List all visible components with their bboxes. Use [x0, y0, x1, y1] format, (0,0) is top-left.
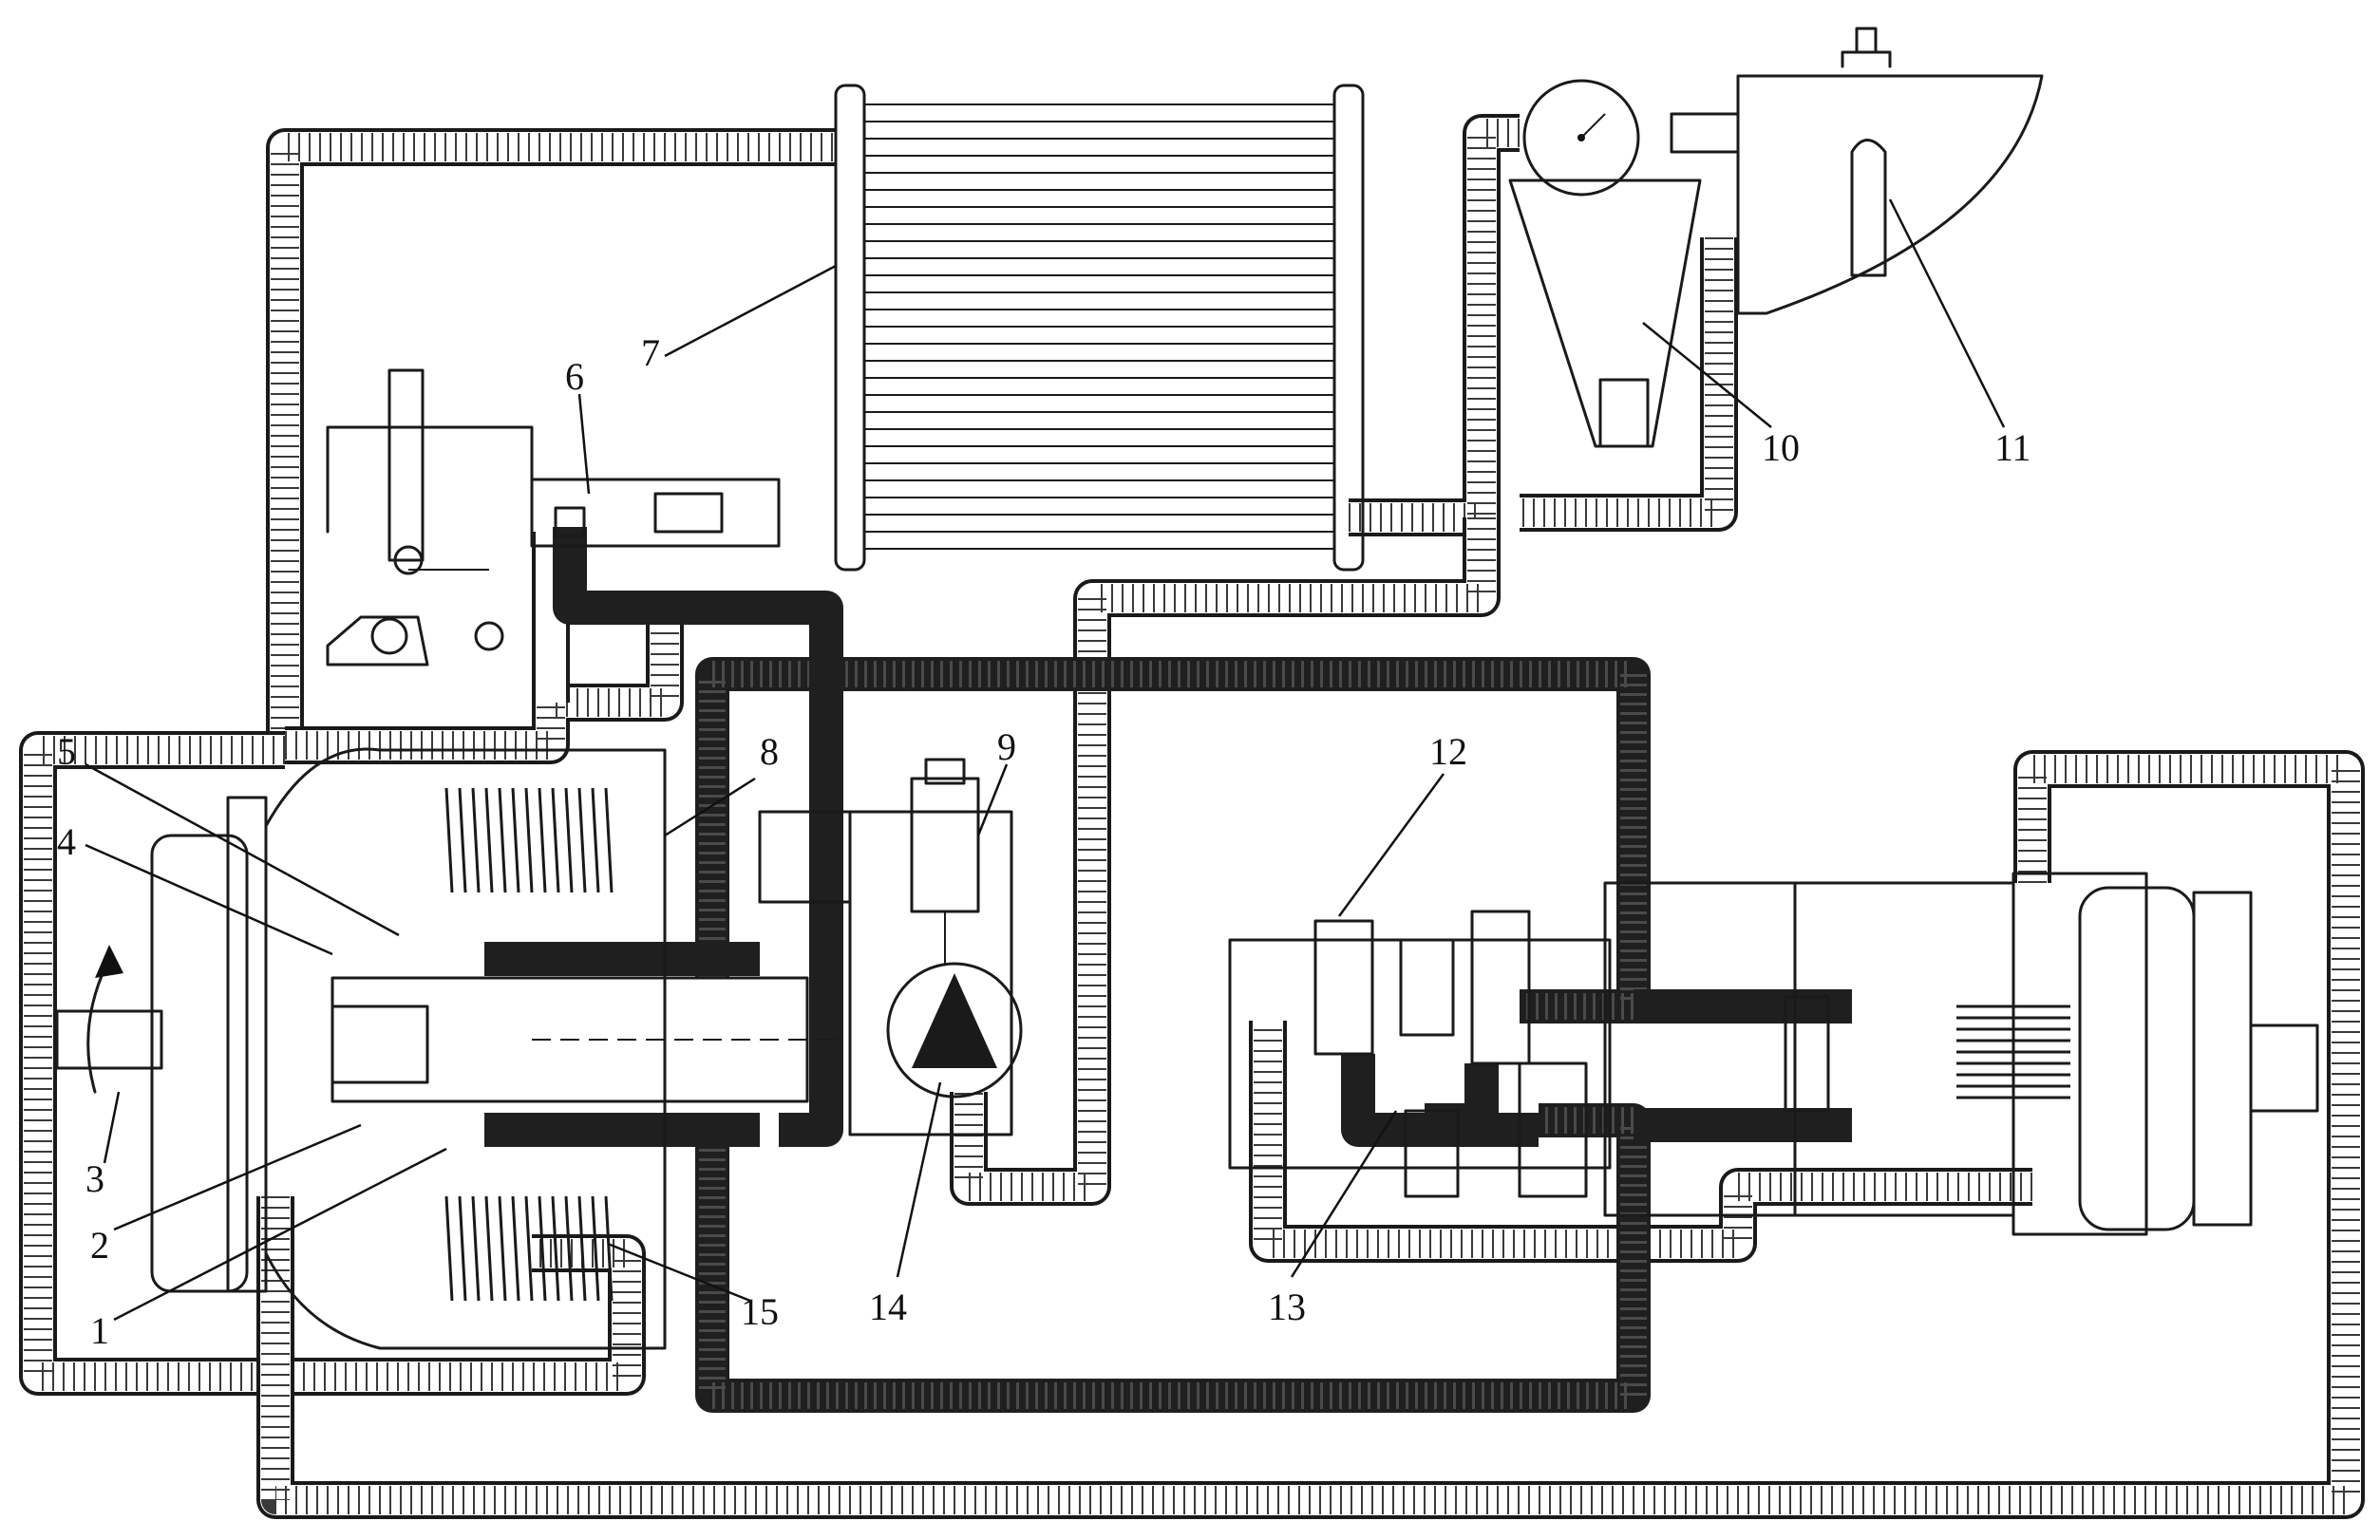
leader-14	[896, 1081, 942, 1278]
leader-9	[976, 763, 1009, 836]
spring-coil	[551, 787, 560, 893]
motor-assembly-right	[1603, 872, 2319, 1236]
spring-coil	[458, 1195, 467, 1302]
spring-coil	[538, 787, 547, 893]
callout-4: 4	[57, 820, 76, 863]
leader-11	[1888, 198, 2006, 428]
relief-valve	[758, 758, 1013, 1136]
callout-5: 5	[57, 730, 76, 773]
spring-coil	[551, 1195, 560, 1302]
pressure-gauge	[1522, 79, 1640, 197]
leader-3	[103, 1091, 121, 1164]
spring-coil	[577, 787, 587, 893]
leader-1	[113, 1147, 447, 1322]
spring-coil	[498, 787, 507, 893]
spring-coil	[577, 1195, 587, 1302]
callout-13: 13	[1268, 1286, 1306, 1328]
spring-pack-lower	[444, 1195, 614, 1302]
control-valve	[326, 368, 781, 667]
spring-coil	[471, 787, 481, 893]
leader-6	[577, 393, 591, 495]
leader-13	[1290, 1110, 1398, 1278]
leader-2	[113, 1123, 362, 1231]
spring-coil	[498, 1195, 507, 1302]
spring-coil	[484, 1195, 494, 1302]
spring-coil	[604, 1195, 614, 1302]
callout-10: 10	[1762, 426, 1800, 469]
spring-coil	[484, 787, 494, 893]
spring-coil	[591, 1195, 600, 1302]
callout-3: 3	[85, 1157, 104, 1200]
leader-10	[1642, 322, 1772, 428]
spring-coil	[444, 1195, 454, 1302]
radiator	[834, 84, 1365, 572]
spring-coil	[604, 787, 614, 893]
radiator-fins	[864, 103, 1334, 550]
spring-coil	[471, 1195, 481, 1302]
spring-coil	[564, 1195, 574, 1302]
spring-coil	[511, 787, 520, 893]
callout-1: 1	[90, 1309, 109, 1352]
leader-4	[85, 843, 333, 956]
filter	[1508, 112, 1740, 448]
leader-12	[1337, 773, 1445, 917]
return-pipes	[19, 114, 2365, 1519]
leader-7	[664, 264, 837, 358]
callout-6: 6	[565, 355, 584, 398]
spring-coil	[524, 1195, 534, 1302]
spring-coil	[564, 787, 574, 893]
callout-labels: 1 2 3 4 5 6 7 8 9 10 11 12 13 14 15	[57, 331, 2031, 1352]
leader-15	[607, 1242, 751, 1303]
spring-coil	[591, 787, 600, 893]
spring-coil	[444, 787, 454, 893]
leader-8	[664, 777, 756, 837]
leader-5	[85, 762, 400, 937]
rotation-arrow-icon	[86, 945, 123, 1094]
spring-pack-upper	[444, 787, 614, 893]
leader-lines	[85, 198, 2006, 1322]
valve-block	[1228, 910, 1612, 1198]
callout-2: 2	[90, 1224, 109, 1267]
spring-coil	[511, 1195, 520, 1302]
callout-11: 11	[1994, 426, 2031, 469]
spring-coil	[458, 787, 467, 893]
pressure-pipes	[484, 527, 1852, 1413]
spring-coil	[524, 787, 534, 893]
pump-assembly-left	[55, 747, 836, 1350]
callout-15: 15	[741, 1290, 779, 1333]
callout-8: 8	[760, 730, 779, 773]
callout-9: 9	[997, 725, 1016, 768]
pump-symbol	[886, 962, 1023, 1099]
callout-12: 12	[1429, 730, 1467, 773]
oil-tank	[1736, 27, 2044, 315]
motor-gear-teeth	[1956, 1005, 2070, 1099]
callout-7: 7	[641, 331, 660, 374]
callout-14: 14	[869, 1286, 907, 1328]
spring-coil	[538, 1195, 547, 1302]
